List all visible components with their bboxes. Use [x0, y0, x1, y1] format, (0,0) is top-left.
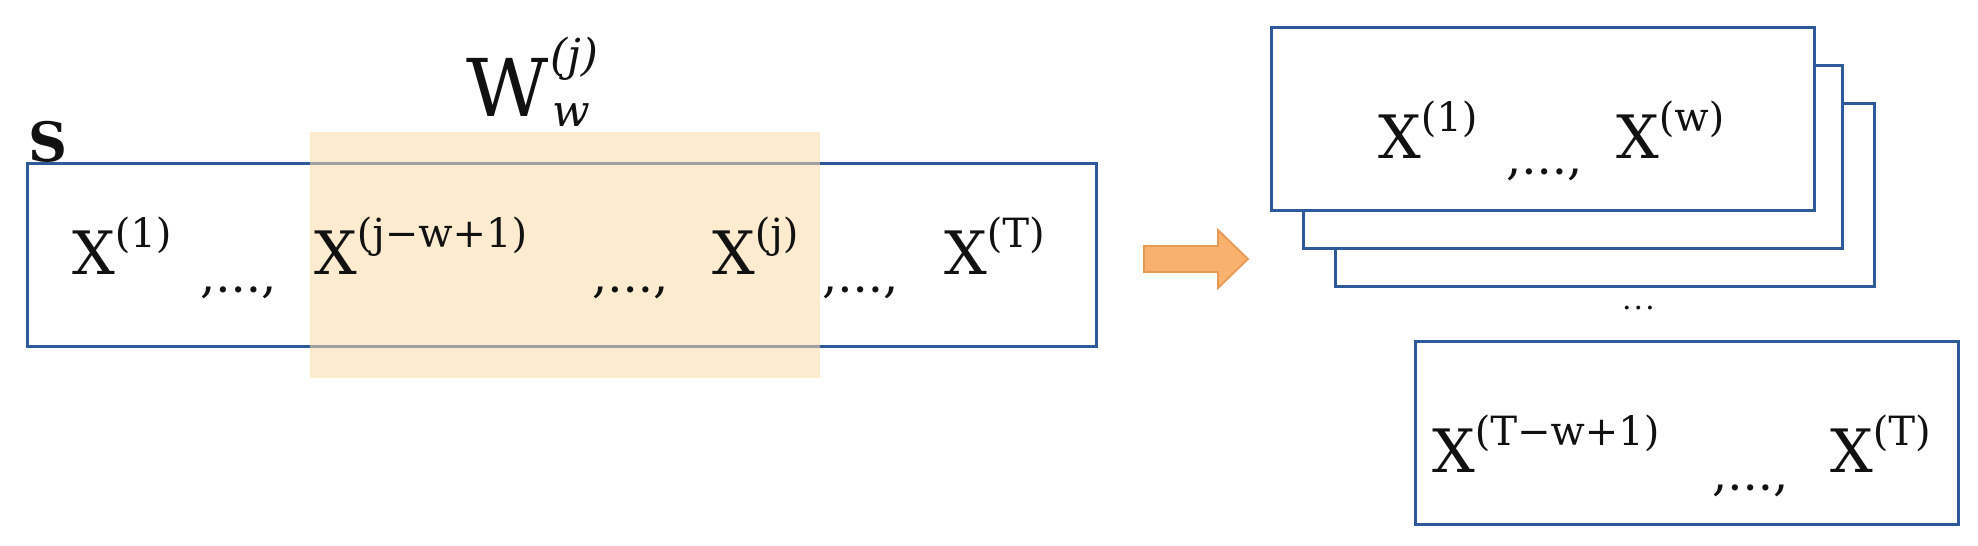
- seq-x-j-w-1: X(j−w+1): [314, 211, 528, 289]
- seq-separator-2: ,...,: [592, 248, 669, 304]
- window-box-last: [1414, 340, 1960, 526]
- seq-xT: X(T): [944, 211, 1045, 289]
- seq-xj: X(j): [712, 211, 799, 289]
- window-box-first: [1270, 26, 1816, 212]
- window-label-base: W: [466, 42, 549, 135]
- window-last-xa: X(T−w+1): [1432, 409, 1660, 487]
- window-first-separator: ,...,: [1506, 130, 1583, 186]
- window-highlight: [310, 132, 820, 378]
- window-label-subscript: w: [552, 86, 590, 137]
- window-ellipsis: ...: [1622, 282, 1657, 317]
- window-last-separator: ,...,: [1712, 446, 1789, 502]
- window-last-xb: X(T): [1830, 409, 1931, 487]
- right-arrow-icon: [1142, 228, 1252, 290]
- window-first-xb: X(w): [1616, 95, 1725, 173]
- window-first-xa: X(1): [1378, 95, 1478, 173]
- window-label: W (j) w: [466, 30, 666, 142]
- seq-separator-3: ,...,: [822, 248, 899, 304]
- window-label-superscript: (j): [550, 30, 598, 81]
- seq-separator-1: ,...,: [200, 248, 277, 304]
- seq-x1: X(1): [72, 211, 172, 289]
